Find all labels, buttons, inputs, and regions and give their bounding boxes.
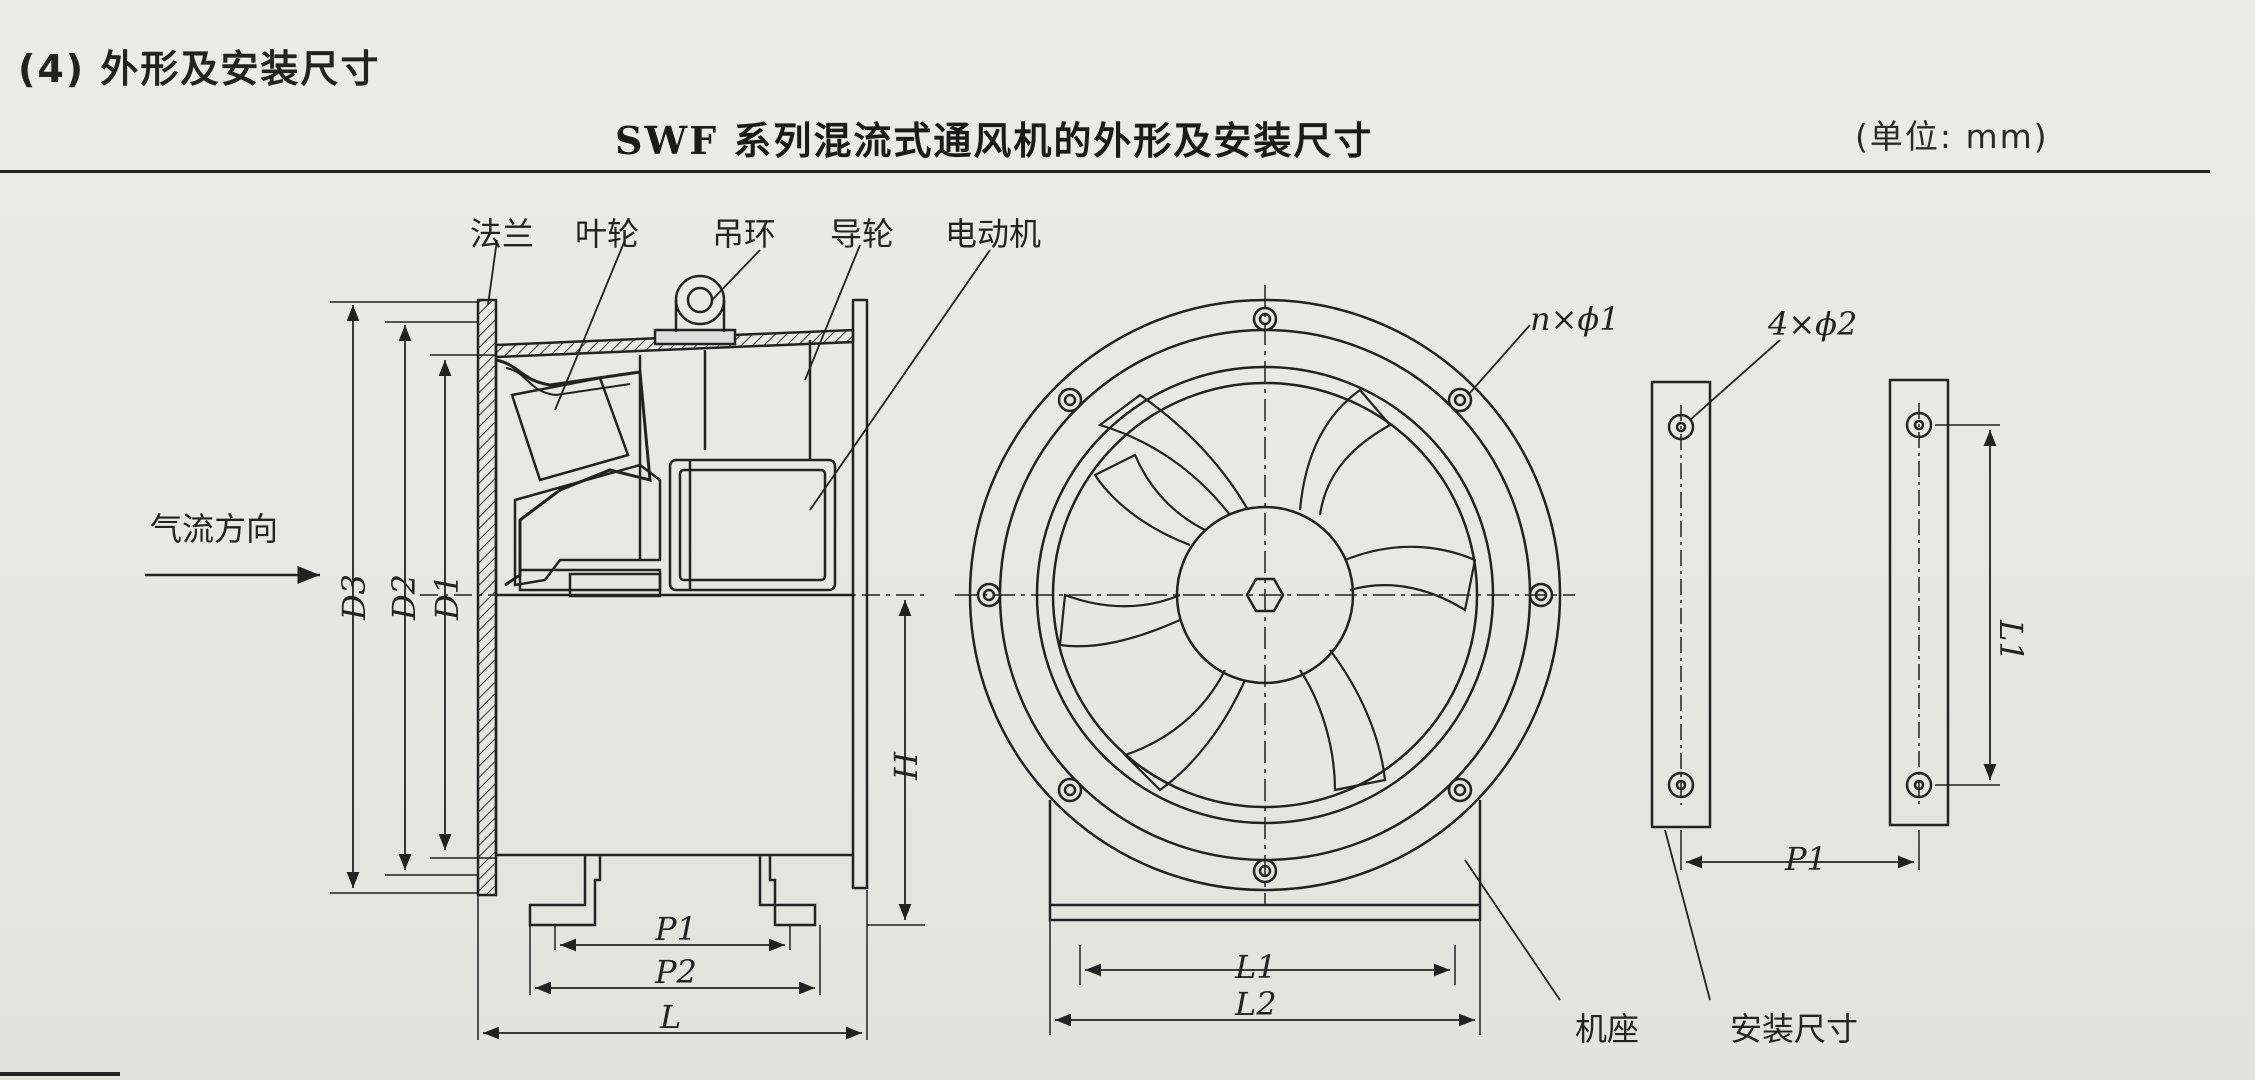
header-rule <box>0 170 2210 173</box>
label-airflow-direction: 气流方向 <box>150 510 278 548</box>
label-bolt-holes: n×ϕ1 <box>1530 300 1620 338</box>
mount-foot-left <box>528 855 602 927</box>
motor <box>668 458 837 592</box>
dim-p2: P2 <box>654 953 697 991</box>
side-view <box>145 239 991 1040</box>
label-lifting-ring: 吊环 <box>712 215 776 253</box>
footer-rule <box>0 1072 120 1076</box>
dim-l: L <box>659 998 681 1036</box>
dim-d2: D2 <box>385 574 423 621</box>
label-guide-vane: 导轮 <box>830 215 894 253</box>
hub <box>513 463 662 587</box>
impeller-blade <box>510 376 630 482</box>
inlet-flange <box>476 298 498 897</box>
front-view <box>955 285 1575 1035</box>
dim-p1-side: P1 <box>654 910 697 948</box>
fan-base <box>1048 800 1482 922</box>
label-impeller: 叶轮 <box>575 215 639 253</box>
mount-rail-left <box>1650 380 1712 829</box>
impeller-shroud <box>495 358 652 587</box>
label-flange: 法兰 <box>470 215 534 253</box>
mounting-view <box>1650 339 2000 1001</box>
label-mount-holes: 4×ϕ2 <box>1767 305 1857 343</box>
mount-rail-right <box>1888 378 1950 827</box>
dim-d1: D1 <box>428 574 466 621</box>
outlet-flange <box>851 298 869 890</box>
dim-h: H <box>887 751 925 781</box>
label-base: 机座 <box>1575 1010 1639 1048</box>
dim-l1-front: L1 <box>1234 948 1277 986</box>
unit-note: (单位: mm) <box>1855 117 2049 156</box>
lifting-ring <box>653 274 737 346</box>
section-heading: (4) 外形及安装尺寸 <box>18 47 381 91</box>
hub-nut <box>1245 577 1285 613</box>
mount-foot-right <box>758 855 817 927</box>
figure-title: SWF 系列混流式通风机的外形及安装尺寸 <box>615 118 1374 163</box>
dim-l1-mount: L1 <box>1992 619 2030 662</box>
dim-d3: D3 <box>335 574 373 621</box>
label-mounting-size: 安装尺寸 <box>1730 1010 1858 1048</box>
dim-p1-mount: P1 <box>1784 840 1827 878</box>
label-motor: 电动机 <box>945 215 1041 253</box>
dim-l2: L2 <box>1234 985 1277 1023</box>
impeller-blades <box>1058 388 1477 792</box>
